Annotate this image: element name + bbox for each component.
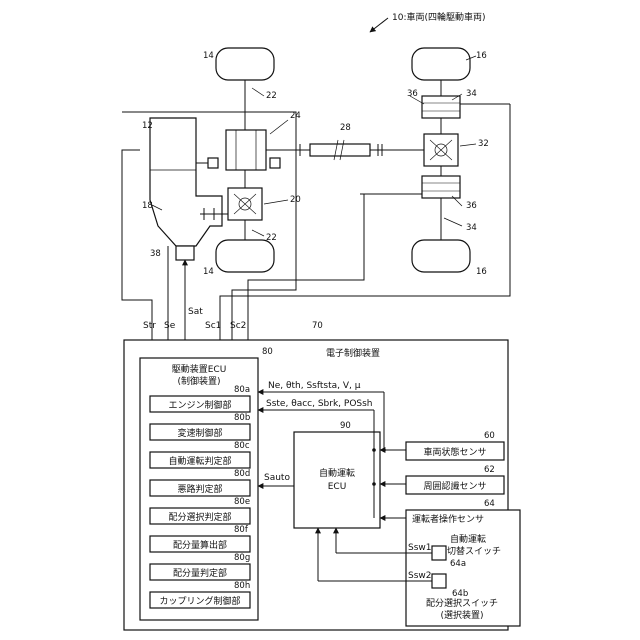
ref-16c: 16 [476,267,487,277]
autonomous-driving-ecu [294,432,380,528]
ref-34b: 34 [466,223,477,233]
ref-28: 28 [340,123,351,133]
svg-text:80c: 80c [234,441,250,451]
signal-row2: Sste, θacc, Sbrk, POSsh [266,399,373,409]
svg-text:エンジン制御部: エンジン制御部 [168,399,231,411]
ref-90: 90 [340,421,351,431]
ref-38: 38 [150,249,161,259]
ecu90-line2: ECU [328,482,347,492]
svg-text:80e: 80e [234,497,250,507]
front-wheel-top [216,48,274,80]
vehicle-state-sensor: 車両状態センサ [406,442,504,460]
svg-text:運転者操作センサ: 運転者操作センサ [412,513,484,525]
rear-wheel-bottom [412,240,470,272]
svg-text:自動運転判定部: 自動運転判定部 [168,455,231,467]
svg-text:自動運転: 自動運転 [450,533,486,545]
ref-64: 64 [484,499,495,509]
ref-12: 12 [142,121,153,131]
engine-housing [150,118,222,246]
svg-text:80h: 80h [234,581,250,591]
rear-wheel-top [412,48,470,80]
rear-coupling-top [422,96,460,118]
svg-text:80g: 80g [234,553,250,563]
ref-60: 60 [484,431,495,441]
svg-text:配分量算出部: 配分量算出部 [173,539,227,551]
ref-22b: 22 [266,233,277,243]
ref-22a: 22 [266,91,277,101]
signal-row1: Ne, θth, Ssftsta, V, μ [268,381,361,391]
svg-text:車両状態センサ: 車両状態センサ [423,446,486,458]
signal-sc2: Sc2 [230,321,246,331]
signal-str: Str [143,321,156,331]
signal-ssw2: Ssw2 [408,571,432,581]
title-leader [370,18,388,32]
svg-text:80d: 80d [234,469,250,479]
svg-text:80b: 80b [234,413,250,423]
svg-text:80a: 80a [234,385,250,395]
ref-20: 20 [290,195,301,205]
surrounding-recognition-sensor: 周囲認識センサ [406,476,504,494]
ref-36b: 36 [466,201,477,211]
svg-text:悪路判定部: 悪路判定部 [177,483,222,495]
signal-sat: Sat [188,307,203,317]
drive-ecu-title: 駆動装置ECU [172,363,227,375]
svg-text:変速制御部: 変速制御部 [177,427,222,439]
svg-text:配分量判定部: 配分量判定部 [173,567,227,579]
rear-differential [424,134,458,166]
signal-sc1: Sc1 [205,321,221,331]
rear-coupling-bottom [422,176,460,198]
svg-text:配分選択判定部: 配分選択判定部 [168,511,231,523]
ref-80: 80 [262,347,273,357]
svg-text:カップリング制御部: カップリング制御部 [159,595,240,607]
ref-70: 70 [312,321,323,331]
signal-se: Se [164,321,176,331]
ref-18: 18 [142,201,153,211]
ref-62: 62 [484,465,495,475]
ref-64b: 64b [452,589,468,599]
ref-64a: 64a [450,559,466,569]
drive-ecu-subtitle: (制御装置) [177,375,220,387]
front-differential [228,188,262,220]
signal-ssw1: Ssw1 [408,543,432,553]
svg-text:(選択装置): (選択装置) [440,609,483,621]
svg-text:80f: 80f [234,525,249,535]
svg-text:周囲認識センサ: 周囲認識センサ [423,480,486,492]
svg-text:切替スイッチ: 切替スイッチ [447,545,501,557]
front-wheel-bottom [216,240,274,272]
signal-sauto: Sauto [264,473,290,483]
ecu90-line1: 自動運転 [319,467,355,479]
ref-14b: 14 [203,267,214,277]
figure-title: 10:車両(四輪駆動車両) [392,11,486,23]
ref-14a: 14 [203,51,214,61]
ref-32: 32 [478,139,489,149]
hydraulic-control-circuit [176,246,194,260]
ref-16a: 16 [476,51,487,61]
propeller-shaft [266,140,424,160]
ref-34a: 34 [466,89,477,99]
control-unit-label: 電子制御装置 [326,347,380,359]
